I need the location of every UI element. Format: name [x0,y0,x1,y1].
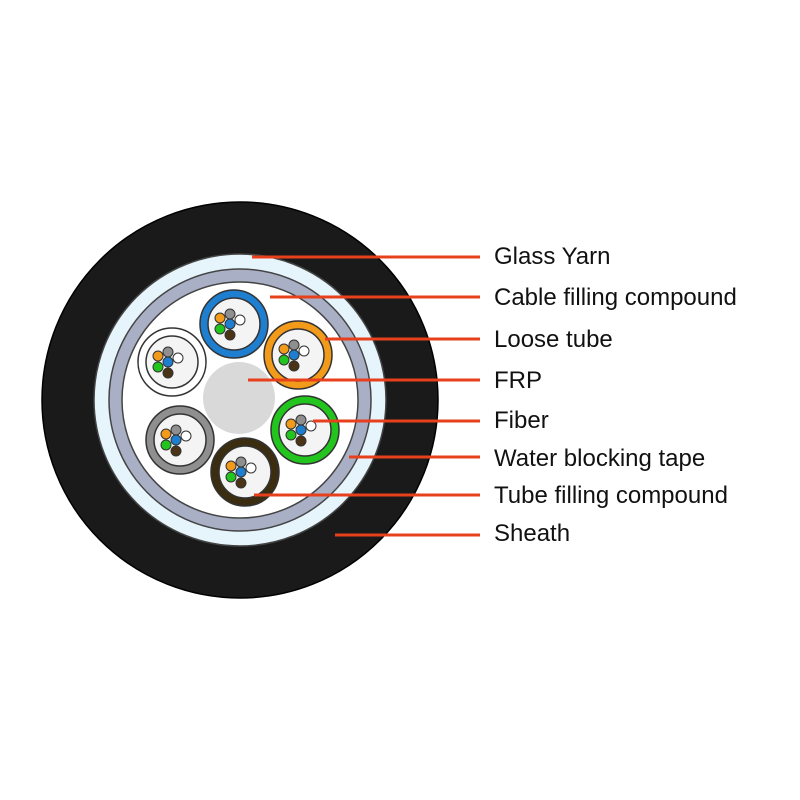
label-fiber: Fiber [494,407,549,434]
fiber [288,349,300,361]
fiber [235,477,247,489]
fiber [235,466,247,478]
label-water-blocking-tape: Water blocking tape [494,445,706,472]
fiber [278,343,290,355]
loose-tube-blue [199,289,269,359]
fiber [295,424,307,436]
fiber [234,314,246,326]
loose-tube-brown [210,437,280,507]
label-sheath: Sheath [494,520,571,547]
fiber [214,312,226,324]
fiber [162,356,174,368]
fiber [288,360,300,372]
fiber [278,354,290,366]
fiber [172,352,184,364]
fiber [162,346,174,358]
fiber [170,424,182,436]
loose-tubes-group [137,289,340,507]
fiber [225,471,237,483]
fiber [305,420,317,432]
label-cable-filling-compound: Cable filling compound [494,284,737,311]
fiber [160,439,172,451]
fiber [224,308,236,320]
fiber [298,345,310,357]
label-frp: FRP [494,367,542,394]
fiber [285,429,297,441]
label-glass-yarn: Glass Yarn [494,243,611,270]
loose-tube-orange [263,320,333,390]
frp-core [203,362,275,434]
fiber [152,350,164,362]
fiber [170,434,182,446]
loose-tube-gray [145,405,215,475]
label-loose-tube: Loose tube [494,326,613,353]
label-tube-filling-compound: Tube filling compound [494,482,728,509]
fiber [285,418,297,430]
fiber [295,414,307,426]
fiber [225,460,237,472]
fiber [224,329,236,341]
leader-lines-group [248,255,480,537]
fiber [180,430,192,442]
fiber [224,318,236,330]
fiber [162,367,174,379]
fiber [288,339,300,351]
loose-tube-white [137,327,207,397]
fiber [214,323,226,335]
fiber [245,462,257,474]
fiber [295,435,307,447]
fiber [152,361,164,373]
loose-tube-green [270,395,340,465]
fiber [160,428,172,440]
fiber [235,456,247,468]
fiber [170,445,182,457]
